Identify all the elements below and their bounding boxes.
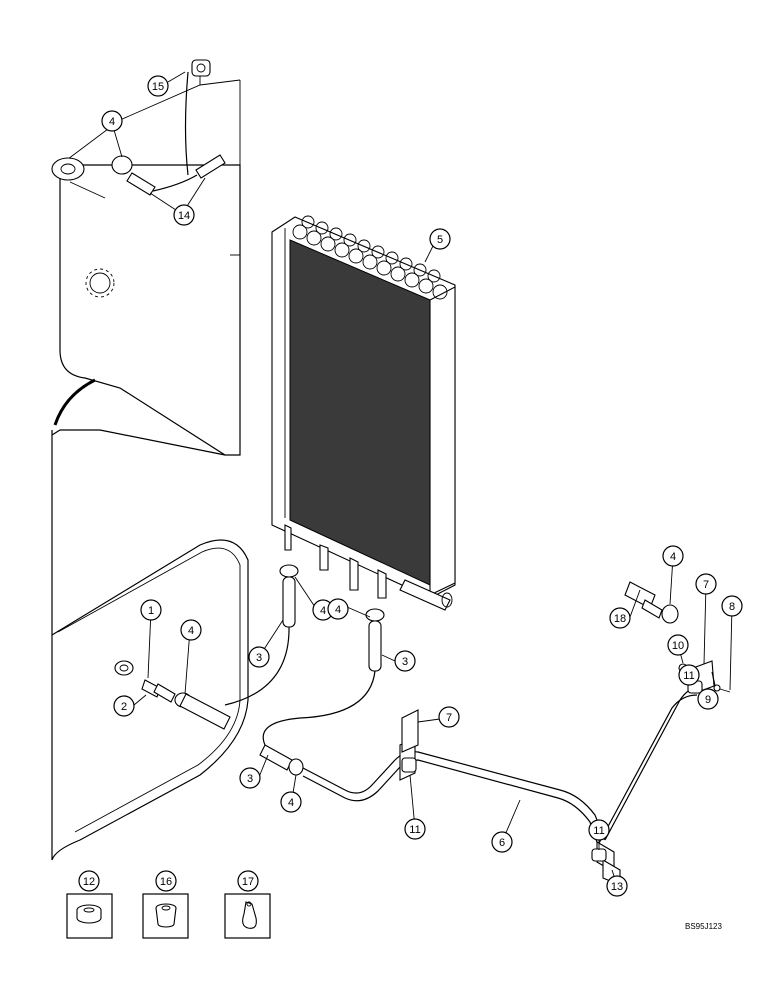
callout-9: 9 xyxy=(697,688,719,710)
svg-text:16: 16 xyxy=(160,876,172,888)
callout-1: 1 xyxy=(140,599,162,621)
core-coils xyxy=(292,215,448,300)
svg-text:4: 4 xyxy=(109,116,115,128)
callout-5: 5 xyxy=(429,228,451,250)
hose-vertical-a xyxy=(282,576,296,628)
lower-hoses xyxy=(224,564,385,746)
callout-2: 2 xyxy=(113,695,135,717)
callout-11: 11 xyxy=(678,664,700,686)
svg-text:3: 3 xyxy=(256,652,262,664)
hose-clamp-a xyxy=(279,564,299,578)
callout-6: 6 xyxy=(491,831,513,853)
svg-text:11: 11 xyxy=(683,670,694,682)
svg-text:10: 10 xyxy=(672,640,684,652)
svg-text:9: 9 xyxy=(705,694,711,706)
heater-core xyxy=(271,215,456,611)
svg-text:4: 4 xyxy=(288,797,294,809)
svg-text:4: 4 xyxy=(320,605,326,617)
svg-text:8: 8 xyxy=(729,601,735,613)
svg-text:2: 2 xyxy=(121,701,127,713)
cab-panel-upper xyxy=(51,60,241,456)
callout-4: 4 xyxy=(101,110,123,132)
callout-4: 4 xyxy=(327,598,349,620)
callout-4: 4 xyxy=(662,545,684,567)
screw-head xyxy=(713,684,721,692)
callout-18: 18 xyxy=(609,607,631,629)
svg-text:7: 7 xyxy=(446,712,452,724)
svg-text:4: 4 xyxy=(335,604,341,616)
svg-text:1: 1 xyxy=(148,605,154,617)
svg-text:11: 11 xyxy=(409,824,420,836)
callout-4: 4 xyxy=(180,619,202,641)
svg-text:7: 7 xyxy=(703,579,709,591)
cab-panel-lower xyxy=(51,429,249,861)
svg-text:14: 14 xyxy=(178,210,190,222)
bracket-middle xyxy=(401,709,419,753)
svg-text:11: 11 xyxy=(593,825,604,837)
hose-upper-right xyxy=(195,154,226,179)
legend-part-12: 12 xyxy=(66,870,113,939)
svg-text:17: 17 xyxy=(242,876,254,888)
legend-part-16: 16 xyxy=(142,870,189,939)
svg-text:12: 12 xyxy=(83,876,95,888)
callouts: 15 4 14 5 4 4 3 3 1 2 4 3 3 4 4 7 8 18 1… xyxy=(101,75,743,897)
callout-8: 8 xyxy=(721,595,743,617)
hose-upper-left xyxy=(126,172,156,196)
svg-text:15: 15 xyxy=(152,81,164,93)
legend-parts: 12 16 17 xyxy=(66,870,271,939)
callout-3: 3 xyxy=(248,646,270,668)
svg-text:5: 5 xyxy=(437,234,443,246)
callout-13: 13 xyxy=(606,875,628,897)
svg-text:3: 3 xyxy=(247,773,253,785)
svg-text:4: 4 xyxy=(188,625,194,637)
grommet-part xyxy=(114,660,134,676)
callout-11: 11 xyxy=(588,819,610,841)
callout-14: 14 xyxy=(173,204,195,226)
callout-15: 15 xyxy=(147,75,169,97)
hose-lower xyxy=(259,744,293,771)
callout-4: 4 xyxy=(280,791,302,813)
svg-text:3: 3 xyxy=(402,656,408,668)
hose-fitting xyxy=(179,693,231,730)
upper-hose-group xyxy=(111,59,226,196)
hose-clamp-b xyxy=(365,608,385,622)
hose-vertical-b xyxy=(368,620,382,672)
callout-3: 3 xyxy=(239,767,261,789)
callout-11: 11 xyxy=(404,818,426,840)
svg-text:13: 13 xyxy=(611,881,623,893)
fitting-group-left xyxy=(114,660,231,730)
callout-7: 7 xyxy=(695,573,717,595)
heater-tube xyxy=(259,581,731,886)
hose-clamp-right xyxy=(661,604,679,624)
callout-10: 10 xyxy=(667,634,689,656)
svg-text:18: 18 xyxy=(614,613,626,625)
svg-text:4: 4 xyxy=(670,551,676,563)
callout-7: 7 xyxy=(438,706,460,728)
legend-part-17: 17 xyxy=(224,870,271,939)
callout-3: 3 xyxy=(394,650,416,672)
figure-reference-code: BS95J123 xyxy=(685,922,722,931)
svg-text:6: 6 xyxy=(499,837,505,849)
hose-clamp-upper xyxy=(111,155,133,175)
hose-clip-part xyxy=(191,59,211,77)
